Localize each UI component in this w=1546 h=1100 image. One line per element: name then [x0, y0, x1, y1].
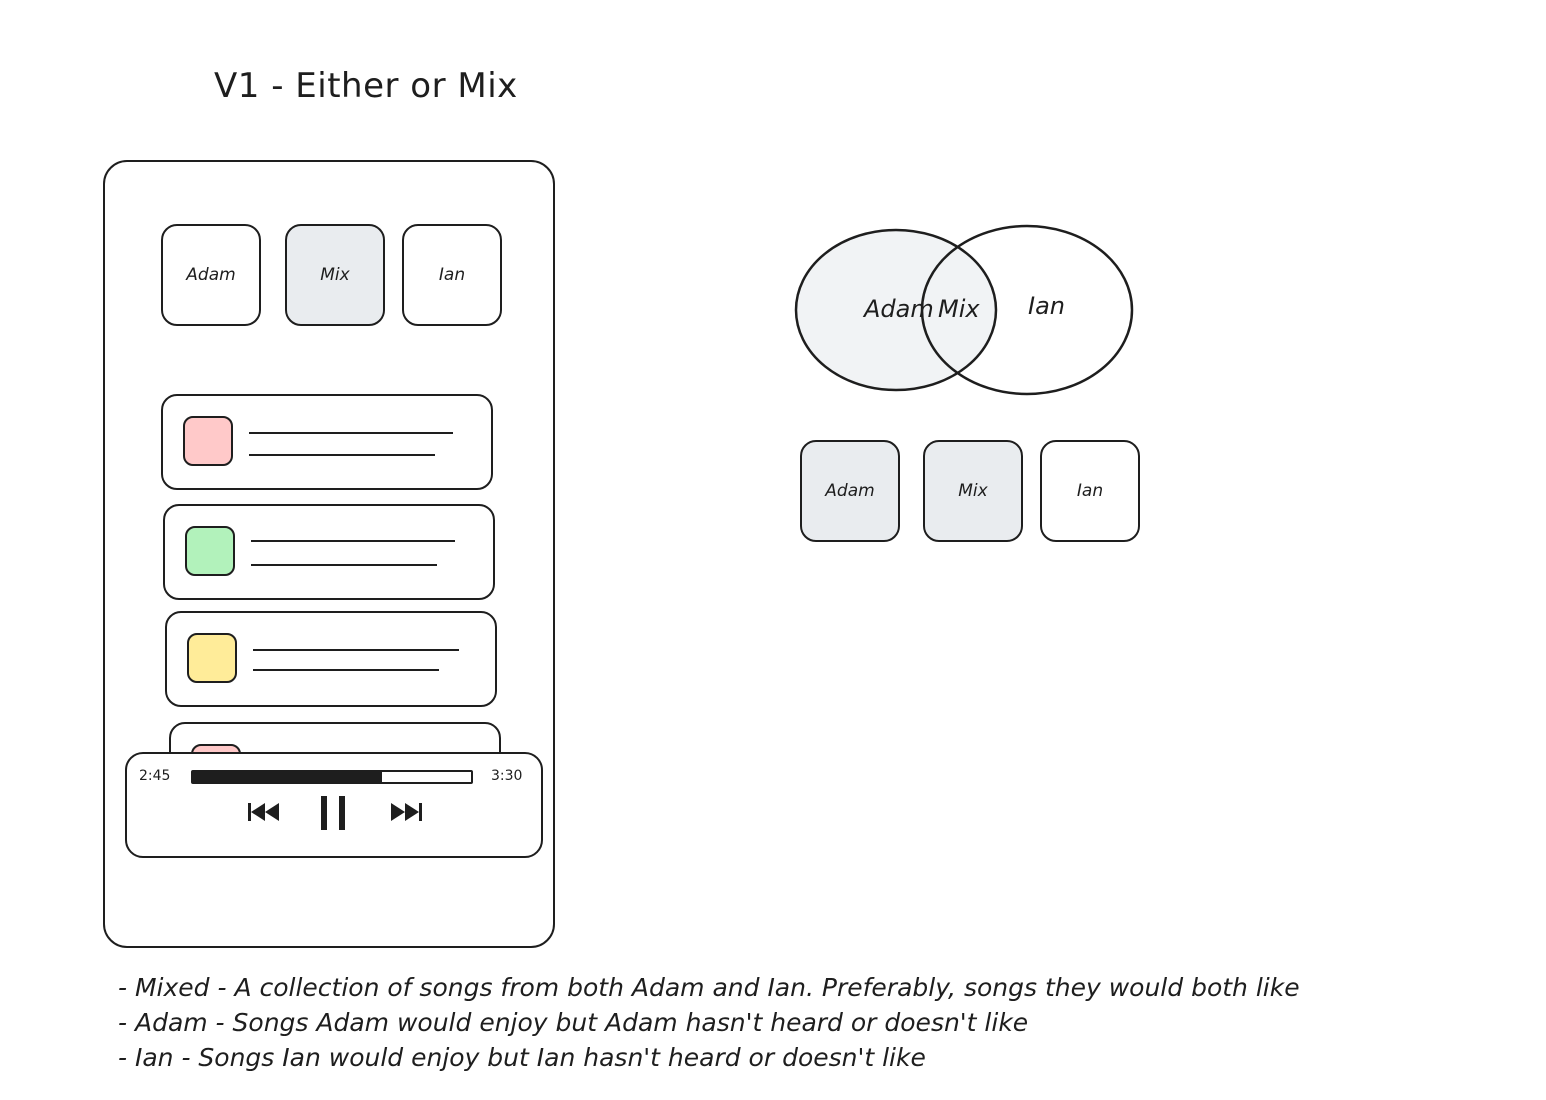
segment-mix-button[interactable]: Mix — [285, 224, 385, 326]
song-title-placeholder — [253, 649, 459, 651]
progress-bar-fill — [193, 772, 383, 782]
progress-bar[interactable] — [191, 770, 473, 784]
segment-ian-button[interactable]: Ian — [402, 224, 502, 326]
segment-adam-button[interactable]: Adam — [161, 224, 261, 326]
song-title-placeholder — [249, 432, 453, 434]
previous-icon[interactable] — [247, 798, 281, 826]
song-artist-placeholder — [253, 669, 439, 671]
song-list-item[interactable] — [163, 504, 495, 600]
segment-label: Ian — [1076, 481, 1104, 501]
segment-label: Mix — [958, 481, 988, 501]
page-title: V1 - Either or Mix — [214, 66, 518, 106]
note-ian: - Ian - Songs Ian would enjoy but Ian ha… — [118, 1043, 926, 1072]
now-playing-bar: 2:45 3:30 — [125, 752, 543, 858]
segment-label: Adam — [825, 481, 875, 501]
venn-label-adam: Adam — [862, 295, 934, 323]
alt-segment-adam-button[interactable]: Adam — [800, 440, 900, 542]
song-list-item[interactable] — [165, 611, 497, 707]
pause-icon[interactable] — [317, 794, 351, 834]
song-title-placeholder — [251, 540, 455, 542]
song-artist-placeholder — [251, 564, 437, 566]
duration-time: 3:30 — [491, 768, 523, 784]
segment-label: Mix — [320, 265, 350, 285]
note-mixed: - Mixed - A collection of songs from bot… — [118, 973, 1300, 1002]
venn-diagram: Adam Mix Ian — [794, 224, 1134, 396]
note-adam: - Adam - Songs Adam would enjoy but Adam… — [118, 1008, 1029, 1037]
venn-label-mix: Mix — [938, 295, 980, 323]
venn-label-ian: Ian — [1028, 292, 1065, 320]
elapsed-time: 2:45 — [139, 768, 171, 784]
phone-frame: Adam Mix Ian 2:45 3:30 — [103, 160, 555, 948]
adam-circle — [794, 228, 998, 392]
ian-circle — [920, 224, 1134, 396]
notes: - Mixed - A collection of songs from bot… — [118, 970, 1300, 1075]
segment-label: Ian — [438, 265, 466, 285]
segment-label: Adam — [186, 265, 236, 285]
album-art-thumbnail — [187, 633, 237, 683]
alt-segment-ian-button[interactable]: Ian — [1040, 440, 1140, 542]
song-artist-placeholder — [249, 454, 435, 456]
alt-segment-mix-button[interactable]: Mix — [923, 440, 1023, 542]
album-art-thumbnail — [185, 526, 235, 576]
album-art-thumbnail — [183, 416, 233, 466]
next-icon[interactable] — [389, 798, 423, 826]
song-list-item[interactable] — [161, 394, 493, 490]
